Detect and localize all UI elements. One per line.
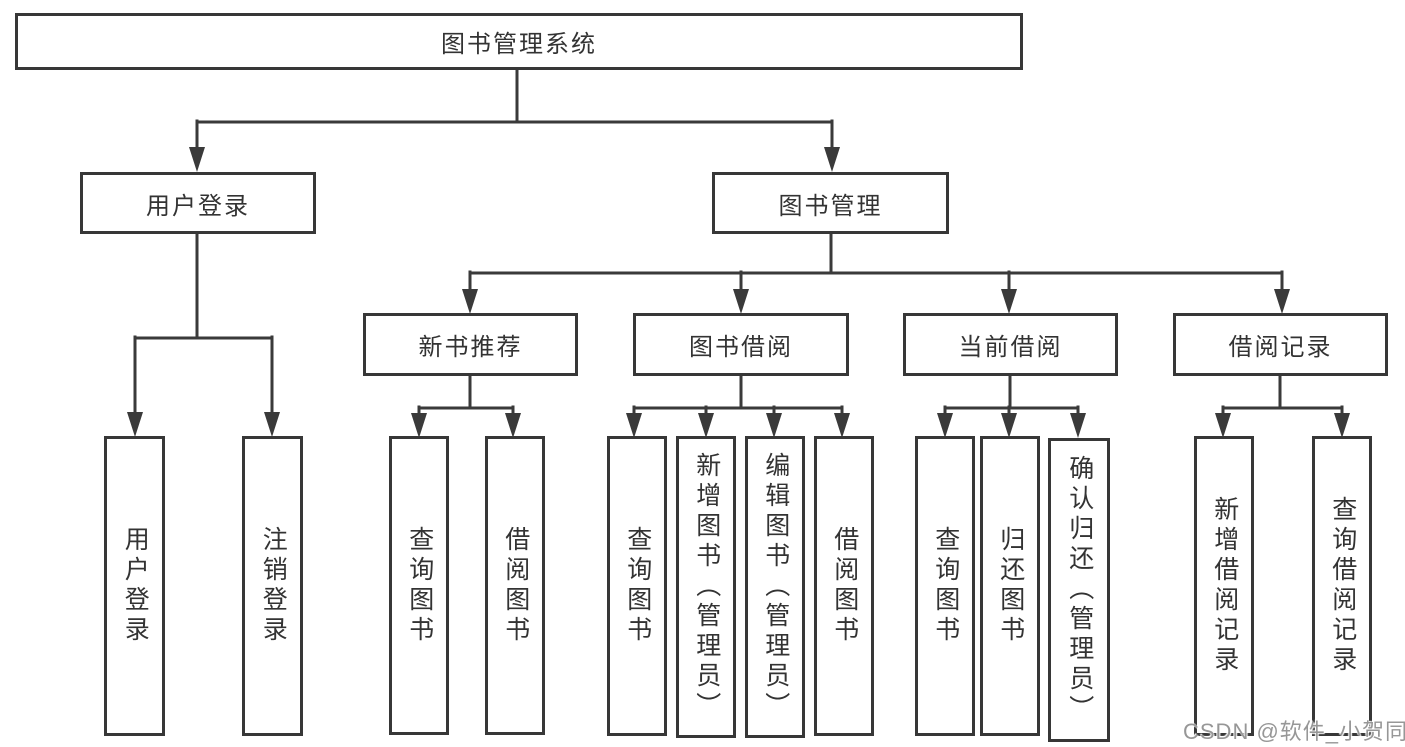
leaf-borrow-books: 借阅图书 [814, 436, 874, 736]
watermark: CSDN @软件_小贺同学 [1183, 719, 1405, 744]
leaf-label: 编辑图书（管理员） [761, 452, 790, 722]
arrowheads [127, 147, 1350, 438]
leaf-label: 用户登录 [121, 526, 150, 646]
node-book-management: 图书管理 [712, 172, 949, 234]
leaf-query-books: 查询图书 [607, 436, 667, 736]
leaf-label: 借阅图书 [501, 525, 530, 646]
node-current-borrow: 当前借阅 [903, 313, 1118, 376]
node-new-book-recommend: 新书推荐 [363, 313, 578, 376]
leaf-label: 确认归还（管理员） [1065, 455, 1094, 725]
node-book-borrow: 图书借阅 [633, 313, 849, 376]
leaf-label: 查询图书 [931, 526, 960, 646]
leaf-edit-books-admin: 编辑图书（管理员） [745, 436, 805, 738]
node-library-management-system: 图书管理系统 [15, 13, 1023, 70]
leaf-confirm-return-admin: 确认归还（管理员） [1048, 438, 1110, 742]
leaf-label: 借阅图书 [830, 526, 859, 646]
leaf-return-books: 归还图书 [980, 436, 1040, 736]
leaf-label: 查询图书 [405, 525, 434, 646]
node-user-login: 用户登录 [80, 172, 316, 234]
leaf-query-books: 查询图书 [389, 436, 449, 735]
leaf-label: 新增借阅记录 [1210, 496, 1239, 676]
leaf-logout: 注销登录 [242, 436, 303, 736]
leaf-label: 查询图书 [623, 526, 652, 646]
leaf-label: 新增图书（管理员） [692, 452, 721, 722]
leaf-user-login: 用户登录 [104, 436, 165, 736]
leaf-borrow-books: 借阅图书 [485, 436, 545, 735]
leaf-add-books-admin: 新增图书（管理员） [676, 436, 736, 738]
leaf-label: 注销登录 [259, 526, 288, 646]
leaf-label: 查询借阅记录 [1328, 496, 1357, 676]
leaf-query-borrow-record: 查询借阅记录 [1312, 436, 1372, 736]
leaf-add-borrow-record: 新增借阅记录 [1194, 436, 1254, 736]
leaf-label: 归还图书 [996, 526, 1025, 646]
node-borrow-records: 借阅记录 [1173, 313, 1388, 376]
leaf-query-books: 查询图书 [915, 436, 975, 736]
